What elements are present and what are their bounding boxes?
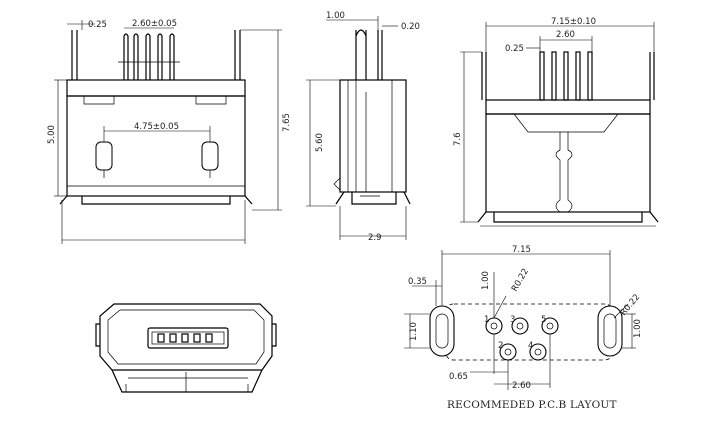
pcb-dim-right-height: 1.00 xyxy=(633,319,643,338)
rear-view: 7.15±0.10 2.60 0.25 7.6 xyxy=(453,17,659,227)
pcb-pin-1-label: 1 xyxy=(484,315,489,325)
front-view-pins xyxy=(71,30,241,80)
pcb-dim-span: 2.60 xyxy=(512,381,531,391)
pcb-dim-slot-width: 0.35 xyxy=(408,277,427,287)
pcb-dim-width: 7.15 xyxy=(512,245,531,255)
pcb-signal-pads xyxy=(485,317,559,361)
pcb-left-slot-pad xyxy=(429,305,455,357)
pcb-dim-row-offset: 1.00 xyxy=(481,271,491,290)
plug-contacts xyxy=(157,333,213,343)
rear-dim-pitch: 2.60 xyxy=(556,30,575,40)
rear-dim-overall-width: 7.15±0.10 xyxy=(551,17,596,27)
side-dim-pin-thickness: 0.20 xyxy=(401,22,420,32)
plug-receptacle xyxy=(147,327,229,349)
pcb-pin-2-label: 2 xyxy=(498,341,503,351)
pcb-pin-5-label: 5 xyxy=(541,315,546,325)
rear-view-top-shell xyxy=(485,99,651,115)
side-dim-pin-width: 1.00 xyxy=(326,11,345,21)
pcb-dim-slot-height: 1.10 xyxy=(409,322,419,341)
pcb-pin-3-label: 3 xyxy=(510,315,515,325)
side-dim-depth: 2.9 xyxy=(368,233,382,243)
pcb-layout-caption: RECOMMEDED P.C.B LAYOUT xyxy=(447,399,617,411)
front-dim-pitch: 2.60±0.05 xyxy=(132,19,177,29)
plug-outer-shell xyxy=(99,303,273,371)
front-view-right-contact xyxy=(201,141,219,171)
rear-dim-pin: 0.25 xyxy=(505,44,524,54)
side-view: 1.00 0.20 5.60 2.9 xyxy=(306,11,420,243)
front-dim-top-width: 0.25 xyxy=(88,20,107,30)
pcb-outline xyxy=(445,303,613,361)
side-dim-height: 5.60 xyxy=(315,133,325,152)
front-view: 0.25 2.60±0.05 4.75±0.05 5.00 7.65 xyxy=(47,19,292,244)
pcb-dim-pitch: 0.65 xyxy=(449,372,468,382)
pcb-layout: 1 2 3 4 5 7.15 0.35 1.10 1.00 R0.22 R0.2… xyxy=(404,245,643,411)
front-dim-body-height: 5.00 xyxy=(47,125,57,144)
front-dim-pad-spacing: 4.75±0.05 xyxy=(134,122,179,132)
pcb-dim-radius-left: R0.22 xyxy=(510,267,531,294)
front-view-body xyxy=(66,95,246,197)
front-view-left-contact xyxy=(95,141,113,171)
plug-front-view xyxy=(95,303,277,393)
rear-dim-height: 7.6 xyxy=(453,132,463,146)
side-view-body xyxy=(339,79,407,193)
front-view-top-shell xyxy=(66,79,246,97)
front-dim-total-height: 7.65 xyxy=(282,113,292,132)
pcb-pin-4-label: 4 xyxy=(528,341,533,351)
